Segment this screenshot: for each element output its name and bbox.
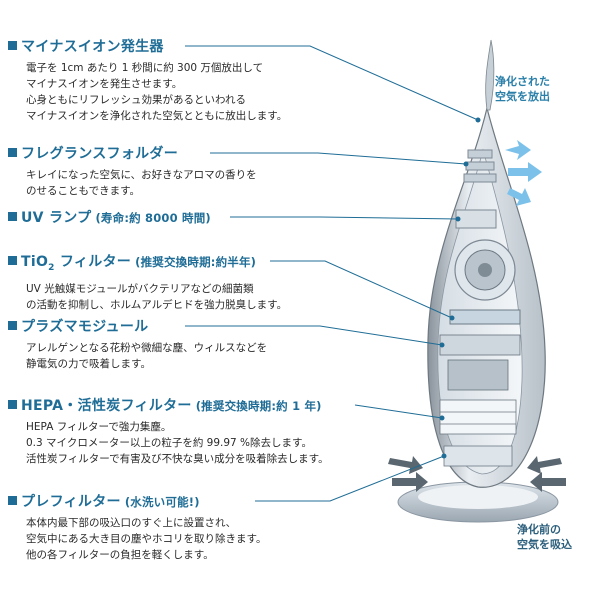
feature-note: (推奨交換時期:約 1 年) (195, 399, 322, 413)
outflow-arrows (505, 140, 542, 206)
intake-arrows (388, 456, 566, 492)
leader-line (354, 404, 443, 419)
intake-label: 浄化前の 空気を吸込 (517, 523, 572, 551)
plasma-module (439, 334, 521, 391)
outflow-label: 浄化された 空気を放出 (495, 75, 550, 103)
feature-title: フレグランスフォルダー (8, 145, 338, 163)
feature-name: プレフィルター (21, 494, 121, 510)
feature-note: (寿命:約 8000 時間) (95, 211, 211, 225)
square-bullet-icon (8, 148, 17, 157)
leader-line (210, 152, 467, 165)
leader-dots (439, 117, 481, 459)
feature-title: プレフィルター (水洗い可能!) (8, 493, 338, 511)
feature-description: 本体内最下部の吸込口のすぐ上に設置され、 空気中にある大き目の塵やホコリを取り除… (26, 517, 267, 561)
square-bullet-icon (8, 256, 17, 265)
leader-line (270, 260, 453, 319)
feature-title: UV ランプ (寿命:約 8000 時間) (8, 209, 338, 227)
feature-prefilter: プレフィルター (水洗い可能!) 本体内最下部の吸込口のすぐ上に設置され、 空気… (8, 493, 338, 563)
feature-name: TiO2 フィルター (21, 254, 132, 273)
fragrance-holder (463, 149, 497, 183)
feature-name: HEPA・活性炭フィルター (21, 398, 192, 414)
feature-note: (水洗い可能!) (124, 495, 200, 509)
uv-lamp (455, 209, 497, 229)
square-bullet-icon (8, 41, 17, 50)
feature-description: 電子を 1cm あたり 1 秒間に約 300 万個放出して マイナスイオンを発生… (26, 62, 288, 122)
leader-dot (439, 342, 445, 348)
feature-description: キレイになった空気に、お好きなアロマの香りを のせることもできます。 (26, 169, 257, 197)
feature-name: プラズマモジュール (21, 319, 149, 335)
feature-title: HEPA・活性炭フィルター (推奨交換時期:約 1 年) (8, 397, 338, 415)
feature-tio2-filter: TiO2 フィルター (推奨交換時期:約半年) UV 光触媒モジュールがバクテリ… (8, 253, 338, 313)
feature-name: マイナスイオン発生器 (21, 39, 164, 55)
leader-dot (475, 117, 481, 123)
square-bullet-icon (8, 321, 17, 330)
leader-line (185, 325, 443, 346)
leader-dot (441, 453, 447, 459)
feature-plasma-module: プラズマモジュール アレルゲンとなる花粉や微細な塵、ウィルスなどを 静電気の力で… (8, 318, 338, 372)
feature-title: プラズマモジュール (8, 318, 338, 336)
hepa-filter (439, 399, 517, 435)
feature-note: (推奨交換時期:約半年) (135, 255, 257, 269)
square-bullet-icon (8, 496, 17, 505)
square-bullet-icon (8, 400, 17, 409)
feature-fragrance-holder: フレグランスフォルダー キレイになった空気に、お好きなアロマの香りを のせること… (8, 145, 338, 199)
feature-hepa-carbon-filter: HEPA・活性炭フィルター (推奨交換時期:約 1 年) HEPA フィルターで… (8, 397, 338, 467)
leader-dot (455, 216, 461, 222)
feature-description: UV 光触媒モジュールがバクテリアなどの細菌類 の活動を抑制し、ホルムアルデヒド… (26, 282, 288, 311)
feature-title: TiO2 フィルター (推奨交換時期:約半年) (8, 253, 338, 277)
feature-description: アレルゲンとなる花粉や微細な塵、ウィルスなどを 静電気の力で吸着します。 (26, 342, 268, 370)
feature-negative-ion-generator: マイナスイオン発生器 電子を 1cm あたり 1 秒間に約 300 万個放出して… (8, 38, 338, 124)
tio2-filter (449, 309, 521, 325)
prefilter (443, 445, 513, 467)
leader-dot (463, 161, 469, 167)
feature-title: マイナスイオン発生器 (8, 38, 338, 56)
leader-line (230, 216, 459, 220)
square-bullet-icon (8, 212, 17, 221)
leader-line (185, 45, 479, 121)
feature-name: フレグランスフォルダー (21, 146, 179, 162)
leader-dot (439, 415, 445, 421)
fan (454, 239, 516, 301)
leader-lines (185, 45, 479, 502)
leader-dot (449, 315, 455, 321)
top-spike (485, 39, 495, 111)
feature-name: UV ランプ (21, 210, 92, 226)
feature-uv-lamp: UV ランプ (寿命:約 8000 時間) (8, 209, 338, 227)
feature-description: HEPA フィルターで強力集塵。 0.3 マイクロメーター以上の粒子を約 99.… (26, 421, 329, 465)
leader-line (255, 455, 445, 502)
